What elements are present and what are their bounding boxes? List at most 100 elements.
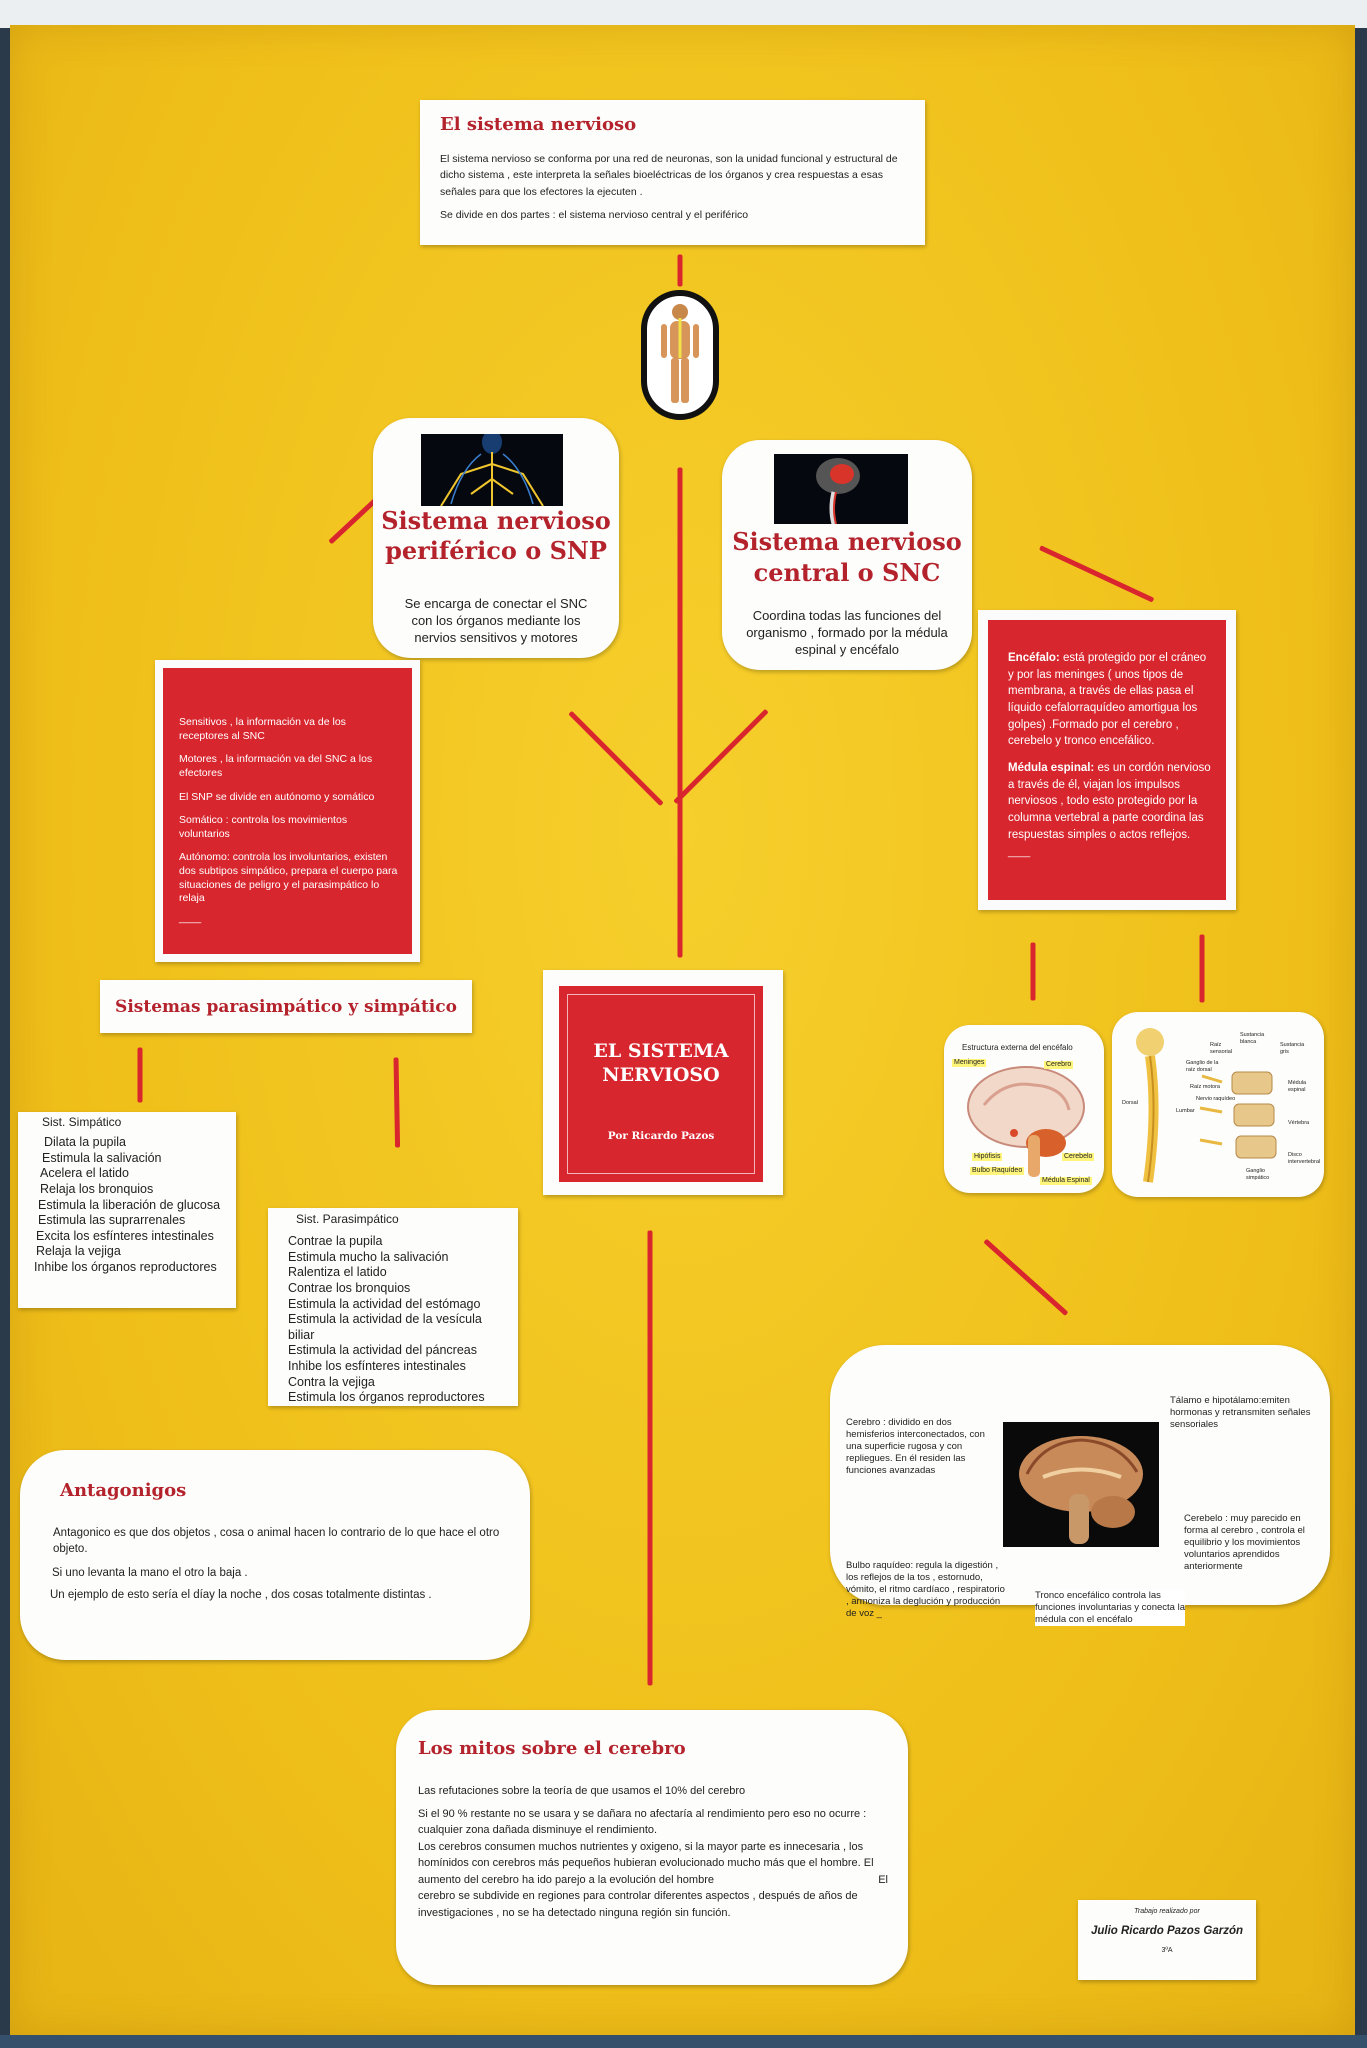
snp-detail-item: El SNP se divide en autónomo y somático bbox=[179, 790, 375, 803]
talamo-text: Tálamo e hipotálamo:emiten hormonas y re… bbox=[1170, 1395, 1311, 1430]
list-item: Contrae los bronquios bbox=[288, 1280, 411, 1295]
snc-detail-end: ____ bbox=[1008, 847, 1031, 859]
wall-bottom bbox=[0, 2035, 1367, 2048]
encefalo-text: Encéfalo: está protegido por el cráneo y… bbox=[1008, 652, 1207, 748]
credit-class: 3ºA bbox=[1161, 1947, 1173, 1954]
encefalo-label: Hipófisis bbox=[972, 1153, 1003, 1162]
snc-detail-box: Encéfalo: está protegido por el cráneo y… bbox=[988, 620, 1226, 900]
encefalo-image-card: Estructura externa del encéfalo Meninges… bbox=[944, 1025, 1104, 1193]
list-item: Estimula mucho la salivación bbox=[288, 1249, 449, 1264]
medula-label: Nervio raquídeo bbox=[1196, 1096, 1236, 1102]
medula-label: Vértebra bbox=[1288, 1120, 1310, 1126]
antagonigos-text: Si uno levanta la mano el otro la baja . bbox=[52, 1567, 248, 1580]
medula-label: Lumbar bbox=[1176, 1108, 1195, 1114]
connector-line bbox=[137, 1047, 143, 1103]
snp-detail-item: Motores , la información va del SNC a lo… bbox=[179, 753, 373, 779]
credit-line: Trabajo realizado por bbox=[1134, 1908, 1200, 1915]
brain-photo bbox=[1003, 1422, 1159, 1547]
antagonigos-text: Un ejemplo de esto sería el díay la noch… bbox=[50, 1589, 432, 1602]
parasimpatico-title: Sist. Parasimpático bbox=[296, 1212, 399, 1226]
antagonigos-text: Antagonico es que dos objetos , cosa o a… bbox=[53, 1527, 500, 1556]
encefalo-label: Cerebro bbox=[1044, 1061, 1074, 1070]
snp-detail-box: Sensitivos , la información va de los re… bbox=[163, 668, 412, 954]
mitos-card: Los mitos sobre el cerebro Las refutacio… bbox=[396, 1710, 908, 1985]
snp-text: Se encarga de conectar el SNC con los ór… bbox=[404, 596, 588, 645]
nerves-icon bbox=[440, 434, 544, 506]
brain-spine-icon bbox=[816, 458, 860, 524]
list-item: Relaja los bronquios bbox=[40, 1181, 154, 1196]
brain-parts-card: Cerebro : dividido en dos hemisferios in… bbox=[830, 1345, 1330, 1626]
mitos-text: Las refutaciones sobre la teoría de que … bbox=[418, 1785, 746, 1797]
body-figure-image bbox=[641, 290, 719, 420]
snc-card: Sistema nervioso central o SNC Coordina … bbox=[722, 440, 972, 670]
para-simp-title: Sistemas parasimpático y simpático bbox=[115, 996, 457, 1017]
list-item: Contra la vejiga bbox=[288, 1374, 375, 1389]
mitos-title: Los mitos sobre el cerebro bbox=[418, 1738, 686, 1759]
medula-label: Ganglio simpático bbox=[1246, 1168, 1270, 1181]
medula-label: Médula espinal bbox=[1288, 1080, 1307, 1093]
list-item: Estimula la salivación bbox=[42, 1150, 162, 1165]
simpatico-card: Sist. Simpático Dilata la pupila Estimul… bbox=[18, 1112, 236, 1308]
intro-text: El sistema nervioso se conforma por una … bbox=[440, 153, 898, 198]
snp-title: Sistema nervioso periférico o SNP bbox=[381, 506, 611, 565]
medula-image-card: Raíz sensorial Sustancia blanca Sustanci… bbox=[1112, 1012, 1324, 1197]
antagonigos-card: Antagonigos Antagonico es que dos objeto… bbox=[20, 1450, 530, 1660]
center-title: EL SISTEMA NERVIOSO bbox=[593, 1040, 729, 1086]
list-item: Inhibe los órganos reproductores bbox=[34, 1260, 217, 1274]
tronco-text: Tronco encefálico controla las funciones… bbox=[1035, 1590, 1185, 1626]
medula-label: Sustancia blanca bbox=[1240, 1032, 1265, 1045]
credit-card: Trabajo realizado por Julio Ricardo Pazo… bbox=[1078, 1900, 1256, 1980]
parasimpatico-card: Sist. Parasimpático Contrae la pupila Es… bbox=[268, 1208, 518, 1406]
intro-division: Se divide en dos partes : el sistema ner… bbox=[440, 208, 749, 221]
connector-line bbox=[1199, 934, 1205, 1003]
list-item: Acelera el latido bbox=[40, 1166, 129, 1181]
list-item: Estimula la actividad del estómago bbox=[288, 1296, 481, 1311]
list-item: Estimula la actividad de la vesícula bil… bbox=[288, 1312, 482, 1342]
mitos-text: Si el 90 % restante no se usara y se dañ… bbox=[418, 1807, 867, 1837]
cerebro-text: Cerebro : dividido en dos hemisferios in… bbox=[846, 1417, 985, 1476]
encefalo-label: Bulbo Raquídeo bbox=[970, 1167, 1025, 1176]
mitos-text: cerebro se subdivide en regiones para co… bbox=[418, 1890, 858, 1919]
encefalo-label: Médula Espinal bbox=[1040, 1177, 1092, 1186]
medula-label: Raíz sensorial bbox=[1210, 1042, 1233, 1055]
para-simp-title-card: Sistemas parasimpático y simpático bbox=[100, 980, 472, 1033]
medula-label: Sustancia gris bbox=[1280, 1042, 1305, 1055]
center-author: Por Ricardo Pazos bbox=[607, 1129, 715, 1142]
snp-card: Sistema nervioso periférico o SNP Se enc… bbox=[373, 418, 619, 658]
antagonigos-title: Antagonigos bbox=[60, 1480, 187, 1501]
connector-line bbox=[677, 254, 683, 287]
list-item: Estimula las suprarrenales bbox=[38, 1213, 186, 1228]
list-item: Estimula la actividad del páncreas bbox=[288, 1343, 477, 1358]
snp-detail-end: ____ bbox=[179, 913, 202, 925]
bulbo-text: Bulbo raquídeo: regula la digestión , lo… bbox=[846, 1560, 1005, 1619]
list-item: Estimula los órganos reproductores bbox=[288, 1390, 485, 1405]
medula-label: Dorsal bbox=[1122, 1100, 1138, 1106]
brain-diagram-icon bbox=[967, 1066, 1085, 1177]
list-item: Relaja la vejiga bbox=[36, 1244, 121, 1259]
connector-line bbox=[677, 467, 683, 958]
brain-section-icon bbox=[1019, 1436, 1143, 1544]
center-title-box: EL SISTEMA NERVIOSO Por Ricardo Pazos bbox=[559, 986, 763, 1182]
snc-image bbox=[774, 454, 908, 524]
medula-label: Disco intervertebral bbox=[1288, 1152, 1321, 1165]
mitos-text: Los cerebros consumen muchos nutrientes … bbox=[418, 1840, 888, 1886]
spinal-cord-diagram-icon bbox=[1136, 1028, 1277, 1183]
encefalo-label: Cerebelo bbox=[1062, 1153, 1095, 1162]
cerebelo-text: Cerebelo : muy parecido en forma al cere… bbox=[1184, 1513, 1305, 1572]
list-item: Excita los esfínteres intestinales bbox=[36, 1228, 214, 1243]
snp-detail-item: Sensitivos , la información va de los re… bbox=[179, 716, 346, 742]
connector-line bbox=[1030, 942, 1036, 1001]
snc-title: Sistema nervioso central o SNC bbox=[732, 527, 962, 588]
snp-detail-item: Autónomo: controla los involuntarios, ex… bbox=[179, 851, 398, 905]
simpatico-list: Dilata la pupila Estimula la salivación … bbox=[32, 1135, 226, 1276]
list-item: Inhibe los esfínteres intestinales bbox=[288, 1359, 466, 1373]
intro-title: El sistema nervioso bbox=[440, 114, 637, 135]
parasimpatico-list: Contrae la pupila Estimula mucho la sali… bbox=[288, 1234, 510, 1406]
wall-top bbox=[0, 0, 1367, 28]
encefalo-label: Meninges bbox=[952, 1059, 987, 1068]
connector-line bbox=[647, 1230, 653, 1686]
snp-image bbox=[421, 434, 563, 506]
list-item: Dilata la pupila bbox=[44, 1135, 126, 1149]
intro-card: El sistema nervioso El sistema nervioso … bbox=[420, 100, 925, 245]
center-title-card: EL SISTEMA NERVIOSO Por Ricardo Pazos bbox=[543, 970, 783, 1195]
